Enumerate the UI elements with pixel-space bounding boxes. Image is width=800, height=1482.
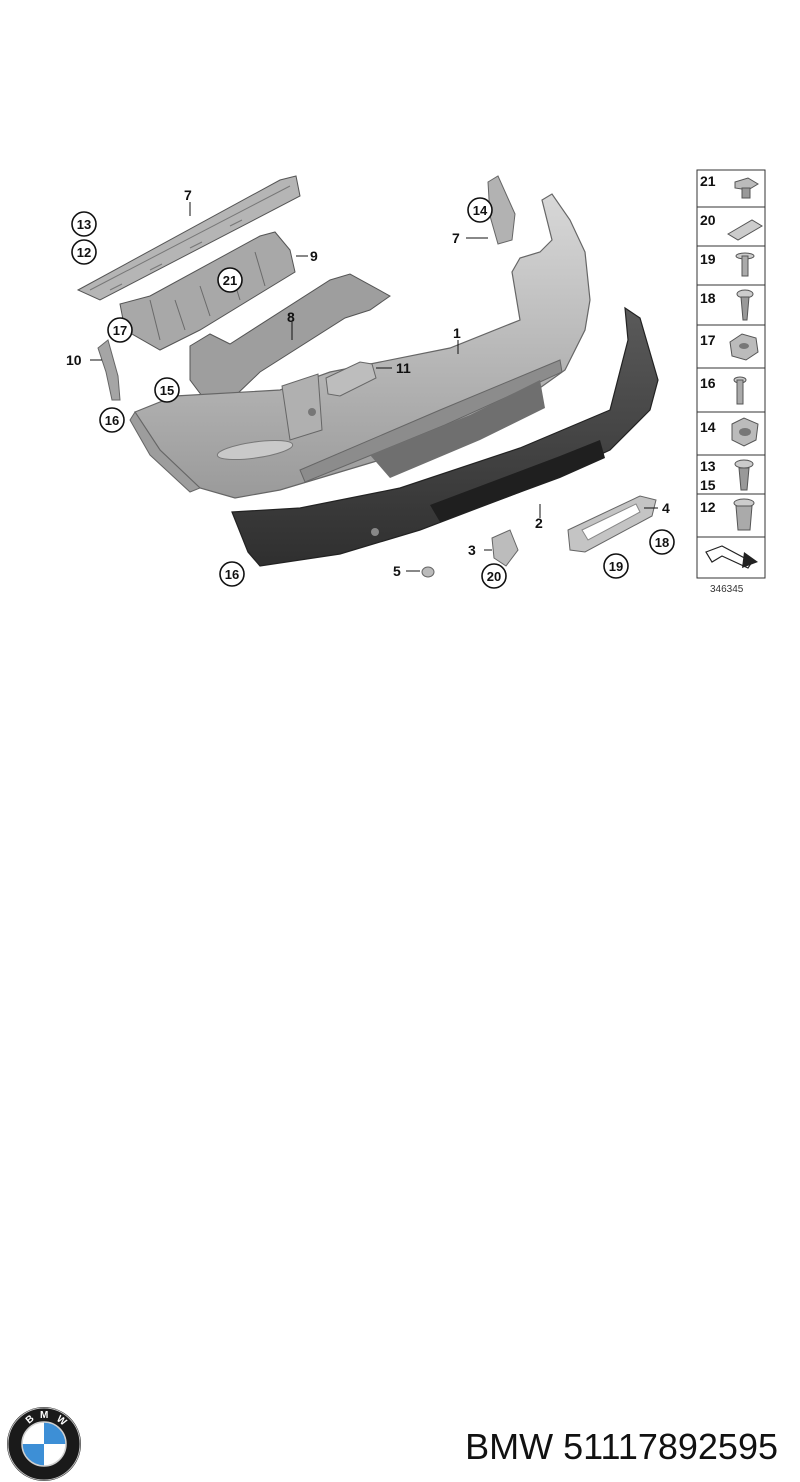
circled-callout-14: 14 [467,197,493,223]
bracket-part [119,231,296,351]
legend-label-19: 19 [700,251,716,267]
collar-screw-icon [734,459,754,491]
clip-plate-icon [727,219,763,241]
logo-letter-m: M [40,1410,48,1421]
part-number: 51117892595 [563,1426,778,1467]
svg-text:21: 21 [223,273,237,288]
callout-5: 5 [393,563,401,579]
circled-callout-13: 13 [71,211,97,237]
callout-3: 3 [468,542,476,558]
circled-callout-20: 20 [481,563,507,589]
side-bracket-part [97,339,121,401]
callout-7: 7 [452,230,460,246]
svg-text:16: 16 [225,567,239,582]
expansion-rivet-icon [735,252,755,277]
legend-label-14: 14 [700,419,716,435]
spring-nut-icon [731,417,759,447]
bumper-side-edge [129,411,201,493]
svg-text:15: 15 [160,383,174,398]
hex-nut-icon [729,333,759,361]
leader-lines [90,202,658,572]
tow-bracket-part [325,361,377,397]
parts-diagram: 7 9 8 1 11 7 10 2 3 4 5 13 12 21 17 15 1… [66,169,766,595]
svg-text:12: 12 [77,245,91,260]
legend-label-18: 18 [700,290,716,306]
brand-name: BMW [465,1426,554,1467]
circled-callout-18: 18 [649,529,675,555]
legend-label-16: 16 [700,375,716,391]
legend-label-13: 13 [700,458,716,474]
lower-diffuser-vent [430,440,605,522]
bumper-cover-part [134,193,591,499]
circled-callout-17: 17 [107,317,133,343]
footer: B M W BMW 51117892595 [0,700,800,1481]
fastener-legend: 21 20 19 18 17 16 14 13 15 12 [696,169,766,579]
flange-nut-icon [734,177,759,199]
legend-label-20: 20 [700,212,716,228]
lower-diffuser-hole [371,528,379,536]
circled-callout-21: 21 [217,267,243,293]
callout-4: 4 [662,500,670,516]
bracket-detail [149,251,266,341]
legend-label-12: 12 [700,499,716,515]
expanding-nut-icon [733,498,755,531]
svg-text:17: 17 [113,323,127,338]
circled-callout-12: 12 [71,239,97,265]
svg-text:14: 14 [473,203,488,218]
svg-text:20: 20 [487,569,501,584]
tow-cover-part [491,529,519,567]
bumper-tow-hole [308,408,316,416]
svg-text:13: 13 [77,217,91,232]
legend-label-17: 17 [700,332,716,348]
bumper-recess [370,380,545,478]
direction-arrow-icon [705,545,758,569]
callout-9: 9 [310,248,318,264]
bmw-logo: B M W [7,1407,81,1481]
cap-part [421,566,435,578]
part-caption: BMW 51117892595 [465,1426,778,1468]
circled-callout-15: 15 [154,377,180,403]
circled-callout-16-left: 16 [99,407,125,433]
lower-diffuser-part [231,306,659,567]
callout-8: 8 [287,309,295,325]
callout-11: 11 [396,360,411,376]
tapping-screw-icon [736,289,754,321]
bumper-trim-strip [299,359,563,483]
circled-callout-19: 19 [603,553,629,579]
callout-2: 2 [535,515,543,531]
support-strip-detail [89,185,291,291]
plate-frame-opening [581,503,641,541]
rivet-icon [733,376,747,405]
svg-text:16: 16 [105,413,119,428]
callout-6: 7 [184,187,192,203]
svg-text:18: 18 [655,535,669,550]
legend-label-21: 21 [700,173,716,189]
bumper-reflector-left [216,439,294,461]
diagram-reference-number: 346345 [710,584,744,595]
legend-label-15: 15 [700,477,716,493]
svg-text:19: 19 [609,559,623,574]
circled-callout-16-bottom: 16 [219,561,245,587]
callout-10: 10 [66,352,82,368]
callout-1: 1 [453,325,461,341]
bumper-tow-plate [281,373,323,441]
